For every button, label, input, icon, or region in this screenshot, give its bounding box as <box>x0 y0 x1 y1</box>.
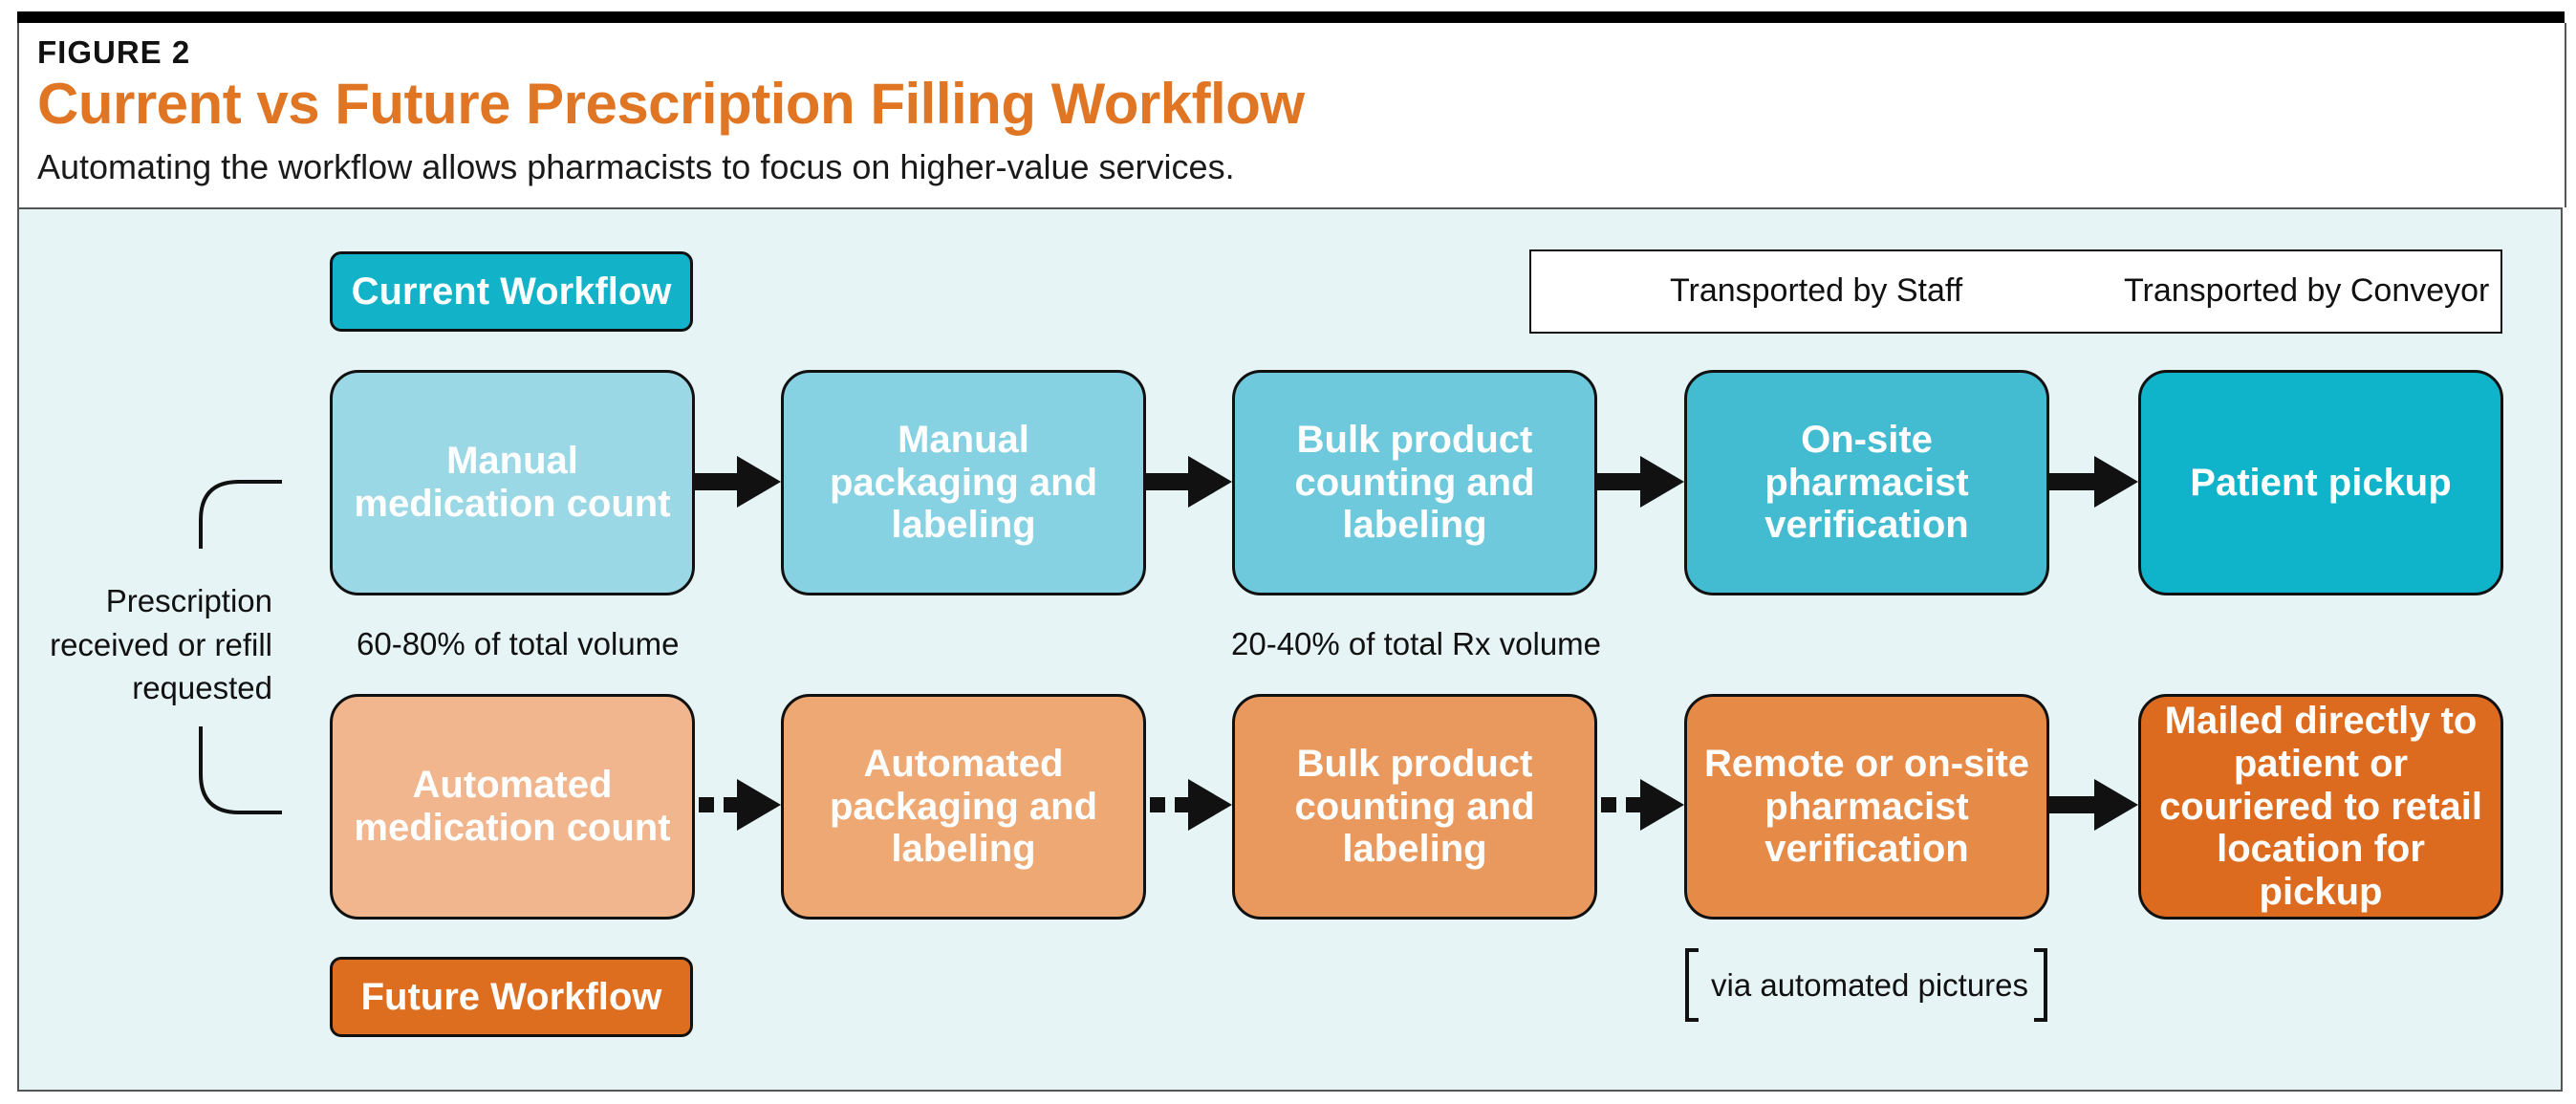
current-step-manual-packaging: Manual packaging and labeling <box>781 370 1146 595</box>
current-arrow-4 <box>2049 456 2138 508</box>
current-arrow-3 <box>1597 456 1684 508</box>
current-arrow-2 <box>1146 456 1232 508</box>
start-label: Prescription received or refill requeste… <box>50 583 272 706</box>
figure-header: FIGURE 2 Current vs Future Prescription … <box>17 23 2566 207</box>
volume-note-bulk: 20-40% of total Rx volume <box>1231 626 1602 661</box>
future-step-bulk-counting: Bulk product counting and labeling <box>1232 694 1597 920</box>
top-rule <box>17 11 2565 23</box>
future-arrow-4 <box>2049 779 2138 831</box>
verification-note: via automated pictures <box>1711 967 2029 1003</box>
legend: Transported by Staff Transported by Conv… <box>1529 249 2502 334</box>
current-step-bulk-counting: Bulk product counting and labeling <box>1232 370 1597 595</box>
current-workflow-badge: Current Workflow <box>330 251 693 332</box>
legend-staff-label: Transported by Staff <box>1670 272 1963 309</box>
current-step-onsite-verification: On-site pharmacist verification <box>1684 370 2049 595</box>
start-bracket-lower <box>199 726 282 814</box>
current-arrow-1 <box>695 456 781 508</box>
start-bracket <box>199 480 282 549</box>
future-step-remote-verification: Remote or on-site pharmacist verificatio… <box>1684 694 2049 920</box>
note-bracket-left <box>1685 948 1699 1022</box>
volume-note-manual: 60-80% of total volume <box>357 626 680 661</box>
legend-conveyor-label: Transported by Conveyor <box>2124 272 2490 309</box>
future-step-mailed-delivery: Mailed directly to patient or couriered … <box>2138 694 2503 920</box>
current-step-manual-count: Manual medication count <box>330 370 695 595</box>
current-step-patient-pickup: Patient pickup <box>2138 370 2503 595</box>
future-arrow-3 <box>1601 779 1684 831</box>
figure-title: Current vs Future Prescription Filling W… <box>37 72 1305 136</box>
future-step-automated-packaging: Automated packaging and labeling <box>781 694 1146 920</box>
future-workflow-badge: Future Workflow <box>330 957 693 1037</box>
future-step-automated-count: Automated medication count <box>330 694 695 920</box>
figure-label: FIGURE 2 <box>37 34 191 70</box>
figure-subtitle: Automating the workflow allows pharmacis… <box>37 147 1235 186</box>
future-arrow-1 <box>699 779 781 831</box>
future-arrow-2 <box>1150 779 1232 831</box>
diagram-panel <box>17 207 2563 1092</box>
note-bracket-right <box>2034 948 2047 1022</box>
